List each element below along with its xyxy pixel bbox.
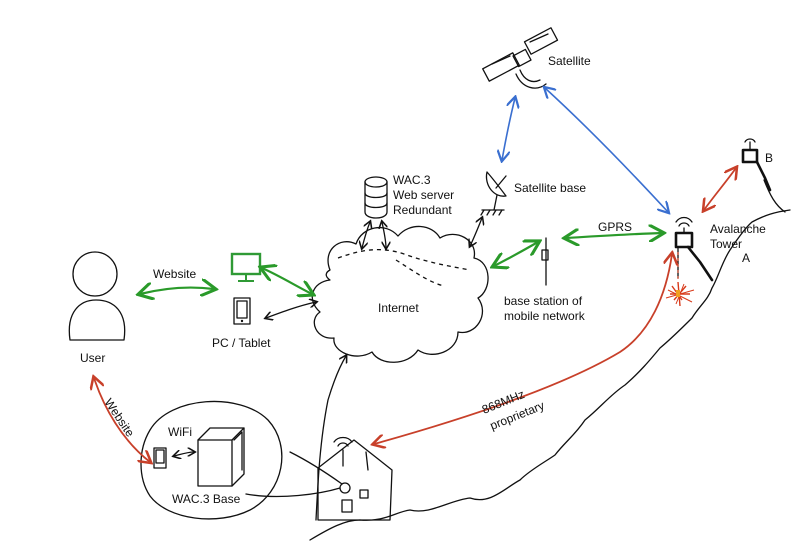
- wac-base-box-icon: [197, 427, 245, 487]
- website-link: [140, 288, 214, 294]
- server-link-2: [382, 222, 386, 248]
- gprs-label: GPRS: [598, 220, 632, 234]
- wifi-tablet-icon: [153, 447, 167, 469]
- tablet-internet-link: [266, 302, 316, 318]
- mountain-ridge-b: [763, 179, 786, 213]
- radio-868-link: [374, 254, 672, 444]
- tower-a-icon: [674, 216, 714, 282]
- internet-cloud: [311, 225, 489, 363]
- cloud-inner-dash: [337, 249, 471, 271]
- server-label-3: Redundant: [393, 203, 452, 217]
- server-label-1: WAC.3: [393, 173, 431, 187]
- satellite-icon: [482, 27, 559, 89]
- user-avatar-icon: [68, 251, 126, 341]
- satellite-base-label: Satellite base: [514, 181, 586, 195]
- tower-a-label: A: [742, 251, 750, 265]
- gprs-link: [566, 233, 662, 238]
- pc-internet-link: [262, 268, 312, 294]
- house-icon: [317, 436, 393, 521]
- internet-label: Internet: [378, 301, 419, 315]
- wac-base-label: WAC.3 Base: [172, 492, 241, 506]
- server-icon: [364, 176, 388, 219]
- mountain-slope: [309, 209, 791, 541]
- home-cable-2: [289, 451, 343, 485]
- satellite-tower-link: [545, 88, 668, 212]
- satellite-label: Satellite: [548, 54, 591, 68]
- server-label-2: Web server: [393, 188, 454, 202]
- cloud-inner-dash-2: [395, 259, 445, 287]
- pc-tablet-label: PC / Tablet: [212, 336, 271, 350]
- tablet-icon: [233, 297, 251, 325]
- tower-b-link: [704, 168, 736, 210]
- home-cable: [245, 487, 341, 498]
- user-label: User: [80, 351, 105, 365]
- base-station-label-1: base station of: [504, 294, 583, 308]
- satellite-dish-icon: [480, 171, 507, 216]
- pc-monitor-icon: [230, 252, 262, 282]
- server-link-1: [362, 222, 370, 248]
- base-station-label-2: mobile network: [504, 309, 586, 323]
- avalanche-label-1: Avalanche: [710, 222, 766, 236]
- home-circle: [140, 400, 283, 520]
- wifi-label: WiFi: [168, 425, 192, 439]
- dish-link: [470, 218, 482, 246]
- tower-b-icon: [741, 138, 772, 192]
- avalanche-label-2: Tower: [710, 237, 742, 251]
- website-home-link: [94, 378, 150, 462]
- wifi-link: [174, 452, 194, 456]
- satellite-base-link: [502, 98, 515, 160]
- base-station-icon: [541, 237, 549, 286]
- website-side-label: Website: [102, 396, 138, 440]
- internet-base-station-link: [494, 242, 538, 266]
- tower-b-label: B: [765, 151, 773, 165]
- website-top-label: Website: [153, 267, 196, 281]
- house-internet-link: [315, 356, 346, 521]
